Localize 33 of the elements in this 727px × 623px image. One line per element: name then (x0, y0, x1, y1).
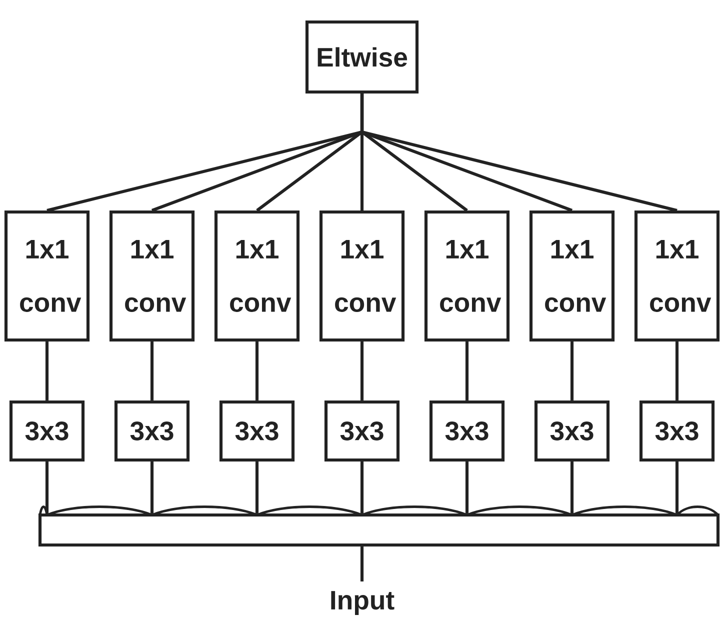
connector-line (675, 342, 679, 400)
conv-box: 1x1 conv (4, 210, 90, 342)
connector-line (465, 342, 469, 400)
kernel-box: 3x3 (534, 400, 610, 462)
conv-box: 1x1 conv (529, 210, 615, 342)
conv-box: 1x1 conv (214, 210, 300, 342)
input-label: Input (331, 591, 394, 615)
connector-line (255, 342, 259, 400)
kernel-box: 3x3 (324, 400, 400, 462)
kernel-box: 3x3 (639, 400, 715, 462)
connector-line (45, 462, 49, 514)
connector-line (675, 462, 679, 514)
connector-line (360, 462, 364, 514)
kernel-box: 3x3 (114, 400, 190, 462)
conv-box: 1x1 conv (424, 210, 510, 342)
conv-box: 1x1 conv (109, 210, 195, 342)
connector-line (465, 462, 469, 514)
connector-line (360, 546, 364, 582)
connector-line (45, 342, 49, 400)
kernel-box: 3x3 (429, 400, 505, 462)
conv-box: 1x1 conv (319, 210, 405, 342)
connector-line (360, 94, 678, 212)
connector-line (150, 462, 154, 514)
connector-line (360, 342, 364, 400)
conv-box: 1x1 conv (634, 210, 720, 342)
process-box: Eltwise (305, 20, 419, 94)
input-bar (38, 506, 720, 547)
connector-line (570, 462, 574, 514)
connector-line (150, 342, 154, 400)
connector-line (570, 342, 574, 400)
kernel-box: 3x3 (9, 400, 85, 462)
kernel-box: 3x3 (219, 400, 295, 462)
connector-line (255, 462, 259, 514)
